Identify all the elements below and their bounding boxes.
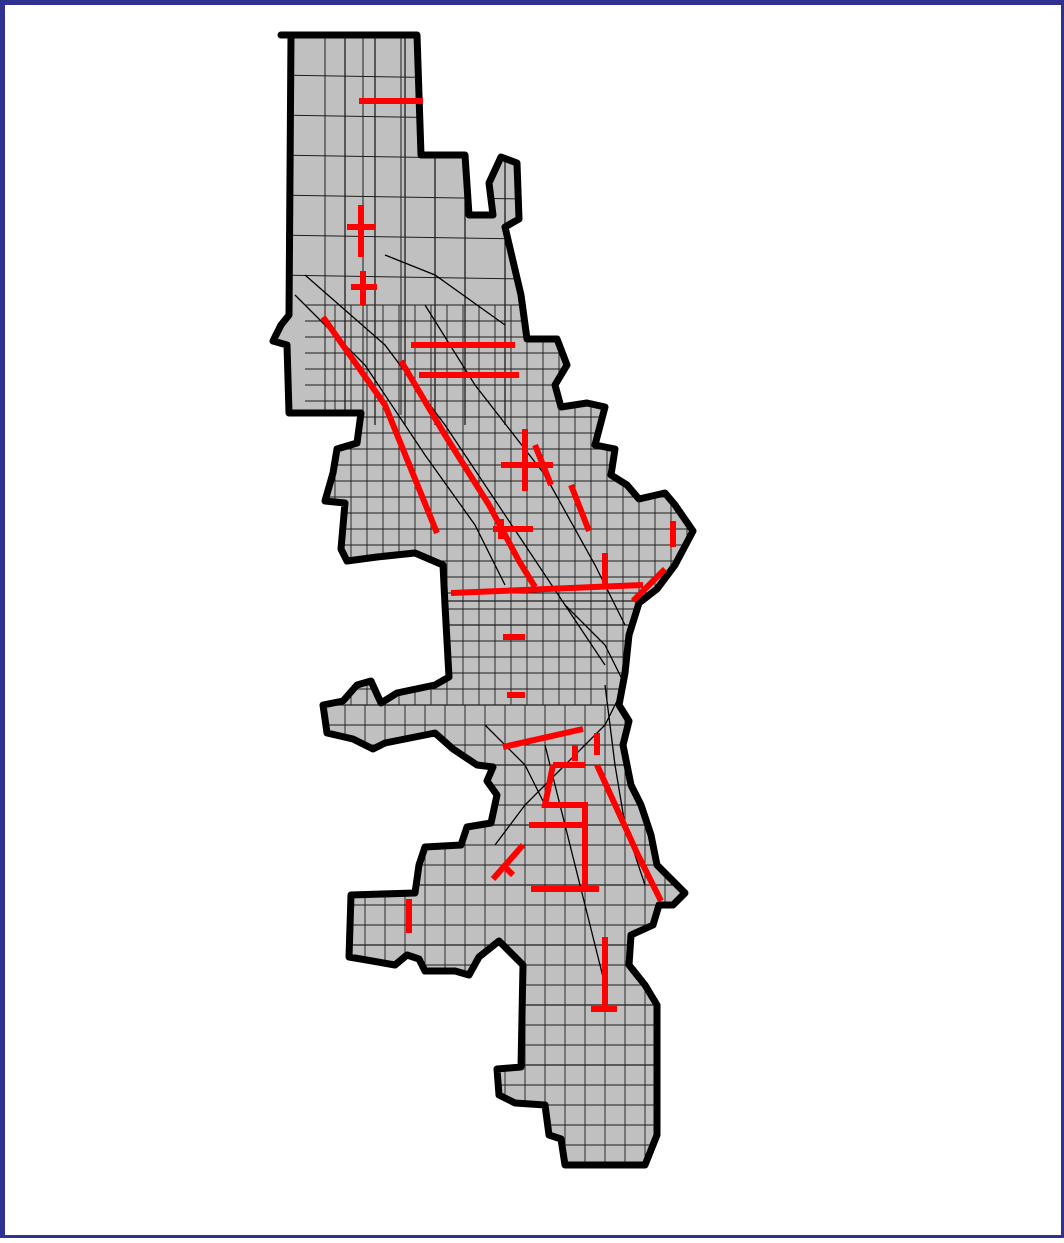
city-map	[269, 31, 697, 1169]
route-segment	[502, 726, 584, 750]
street-line	[274, 234, 526, 240]
route-segment	[320, 315, 440, 535]
route-segment	[490, 843, 526, 881]
route-segment	[630, 566, 668, 604]
route-segment	[594, 763, 664, 903]
route-segment	[568, 483, 592, 533]
highlighted-routes	[320, 98, 676, 1012]
city-boundary	[269, 31, 697, 1169]
street-line	[274, 274, 526, 280]
city-land-area	[273, 35, 693, 1165]
route-segment	[532, 443, 554, 487]
route-segment	[450, 582, 644, 596]
route-segment	[500, 862, 516, 878]
route-segment	[398, 359, 538, 589]
route-segment	[541, 764, 588, 891]
